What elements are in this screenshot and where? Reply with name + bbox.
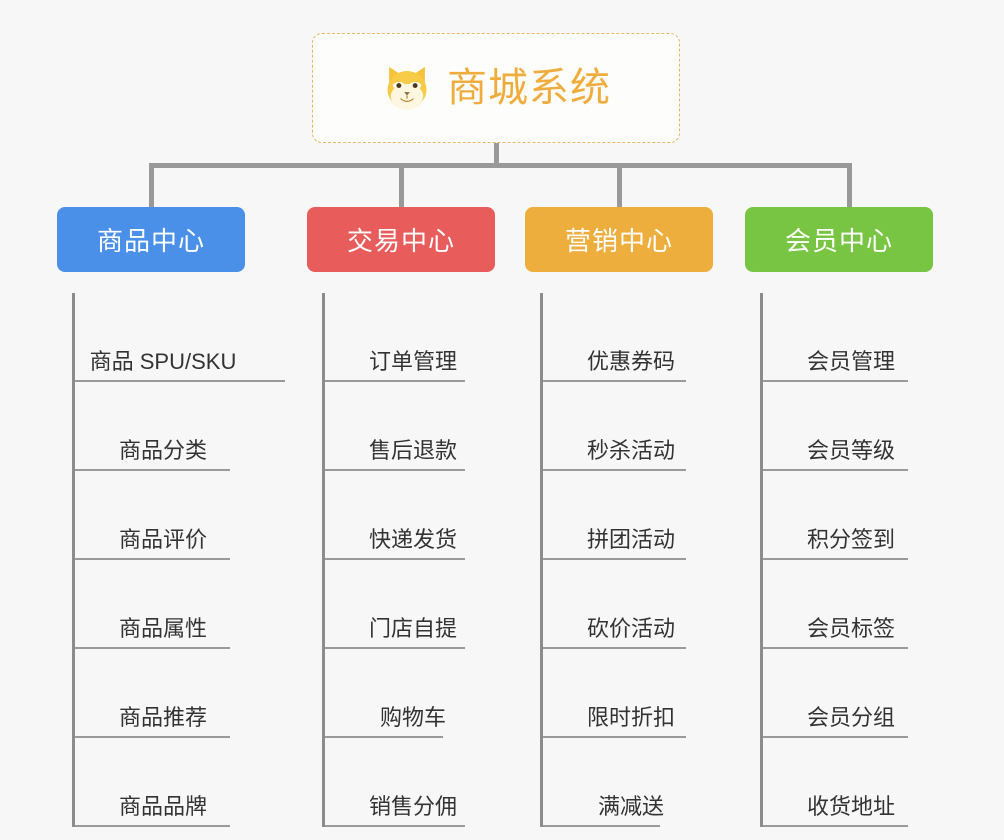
list-item-label: 拼团活动 xyxy=(586,526,675,552)
list-item-rule xyxy=(75,380,285,382)
list-item[interactable]: 会员管理 xyxy=(763,293,933,382)
list-item-label: 销售分佣 xyxy=(368,793,457,819)
category-column-marketing-center: 营销中心 优惠券码 秒杀活动 拼团活动 砍价活动 限时折扣 xyxy=(525,207,713,827)
list-item-label: 商品品牌 xyxy=(118,793,207,819)
category-header-trade-center[interactable]: 交易中心 xyxy=(307,207,495,272)
list-item[interactable]: 售后退款 xyxy=(325,382,495,471)
list-item[interactable]: 订单管理 xyxy=(325,293,495,382)
list-item-label: 购物车 xyxy=(379,704,446,730)
list-item-label: 会员分组 xyxy=(806,704,895,730)
list-item-rule xyxy=(325,469,465,471)
list-item-rule xyxy=(543,558,686,560)
subitem-list-marketing-center: 优惠券码 秒杀活动 拼团活动 砍价活动 限时折扣 满减送 xyxy=(540,293,713,827)
connector-drop-trade-center xyxy=(399,163,404,208)
list-item-rule xyxy=(763,647,908,649)
list-item-label: 商品评价 xyxy=(118,526,207,552)
connector-drop-marketing-center xyxy=(617,163,622,208)
list-item-label: 砍价活动 xyxy=(586,615,675,641)
list-item[interactable]: 拼团活动 xyxy=(543,471,713,560)
root-node-商城系统[interactable]: 商城系统 xyxy=(312,33,680,143)
category-header-label: 交易中心 xyxy=(346,226,455,256)
list-item-rule xyxy=(75,825,230,827)
list-item-label: 售后退款 xyxy=(368,437,457,463)
category-header-label: 商品中心 xyxy=(96,226,205,256)
list-item-label: 会员等级 xyxy=(806,437,895,463)
connector-root-stem xyxy=(494,143,499,165)
list-item[interactable]: 秒杀活动 xyxy=(543,382,713,471)
list-item-label: 秒杀活动 xyxy=(586,437,675,463)
list-item-label: 限时折扣 xyxy=(586,704,675,730)
list-item-label: 满减送 xyxy=(597,793,664,819)
list-item[interactable]: 门店自提 xyxy=(325,560,495,649)
list-item[interactable]: 销售分佣 xyxy=(325,738,495,827)
list-item-label: 优惠券码 xyxy=(586,348,675,374)
category-header-label: 会员中心 xyxy=(784,226,893,256)
list-item-rule xyxy=(763,558,908,560)
list-item[interactable]: 会员分组 xyxy=(763,649,933,738)
category-column-member-center: 会员中心 会员管理 会员等级 积分签到 会员标签 会员分组 xyxy=(745,207,933,827)
list-item-rule xyxy=(763,736,908,738)
connector-drop-member-center xyxy=(847,163,852,208)
connector-drop-product-center xyxy=(149,163,154,208)
list-item[interactable]: 快递发货 xyxy=(325,471,495,560)
list-item-label: 商品属性 xyxy=(118,615,207,641)
list-item[interactable]: 积分签到 xyxy=(763,471,933,560)
list-item-rule xyxy=(543,736,686,738)
list-item-label: 商品 SPU/SKU xyxy=(89,348,237,374)
list-item[interactable]: 商品评价 xyxy=(75,471,245,560)
category-header-marketing-center[interactable]: 营销中心 xyxy=(525,207,713,272)
list-item[interactable]: 砍价活动 xyxy=(543,560,713,649)
list-item-label: 订单管理 xyxy=(368,348,457,374)
category-header-label: 营销中心 xyxy=(564,226,673,256)
list-item[interactable]: 优惠券码 xyxy=(543,293,713,382)
subitem-list-trade-center: 订单管理 售后退款 快递发货 门店自提 购物车 销售分佣 xyxy=(322,293,495,827)
list-item[interactable]: 会员标签 xyxy=(763,560,933,649)
list-item-rule xyxy=(75,558,230,560)
list-item-label: 门店自提 xyxy=(368,615,457,641)
list-item-label: 收货地址 xyxy=(806,793,895,819)
list-item-label: 商品推荐 xyxy=(118,704,207,730)
list-item[interactable]: 会员等级 xyxy=(763,382,933,471)
list-item-rule xyxy=(543,469,686,471)
list-item-label: 积分签到 xyxy=(806,526,895,552)
list-item-rule xyxy=(763,469,908,471)
list-item[interactable]: 商品属性 xyxy=(75,560,245,649)
list-item-label: 会员标签 xyxy=(806,615,895,641)
list-item-rule xyxy=(75,647,230,649)
list-item-label: 会员管理 xyxy=(806,348,895,374)
category-header-product-center[interactable]: 商品中心 xyxy=(57,207,245,272)
list-item[interactable]: 商品分类 xyxy=(75,382,245,471)
list-item-rule xyxy=(325,647,465,649)
list-item-label: 商品分类 xyxy=(118,437,207,463)
category-header-member-center[interactable]: 会员中心 xyxy=(745,207,933,272)
list-item-rule xyxy=(75,469,230,471)
root-node-label: 商城系统 xyxy=(447,66,611,110)
subitem-list-product-center: 商品 SPU/SKU 商品分类 商品评价 商品属性 商品推荐 商品品牌 xyxy=(72,293,285,827)
list-item-rule xyxy=(763,380,908,382)
list-item-label: 快递发货 xyxy=(368,526,457,552)
shiba-dog-face-icon xyxy=(387,66,427,110)
list-item[interactable]: 收货地址 xyxy=(763,738,933,827)
list-item-rule xyxy=(325,380,465,382)
list-item[interactable]: 满减送 xyxy=(543,738,713,827)
list-item-rule xyxy=(75,736,230,738)
connector-horizontal-bus xyxy=(149,163,852,168)
list-item-rule xyxy=(543,647,686,649)
list-item[interactable]: 商品推荐 xyxy=(75,649,245,738)
category-column-trade-center: 交易中心 订单管理 售后退款 快递发货 门店自提 购物车 xyxy=(307,207,495,827)
list-item-rule xyxy=(325,558,465,560)
list-item[interactable]: 限时折扣 xyxy=(543,649,713,738)
subitem-list-member-center: 会员管理 会员等级 积分签到 会员标签 会员分组 收货地址 xyxy=(760,293,933,827)
list-item[interactable]: 商品 SPU/SKU xyxy=(75,293,285,382)
list-item-rule xyxy=(543,825,660,827)
list-item[interactable]: 商品品牌 xyxy=(75,738,245,827)
list-item-rule xyxy=(543,380,686,382)
list-item-rule xyxy=(325,825,465,827)
list-item-rule xyxy=(325,736,443,738)
category-column-product-center: 商品中心 商品 SPU/SKU 商品分类 商品评价 商品属性 商品推荐 xyxy=(57,207,285,827)
list-item-rule xyxy=(763,825,908,827)
list-item[interactable]: 购物车 xyxy=(325,649,495,738)
